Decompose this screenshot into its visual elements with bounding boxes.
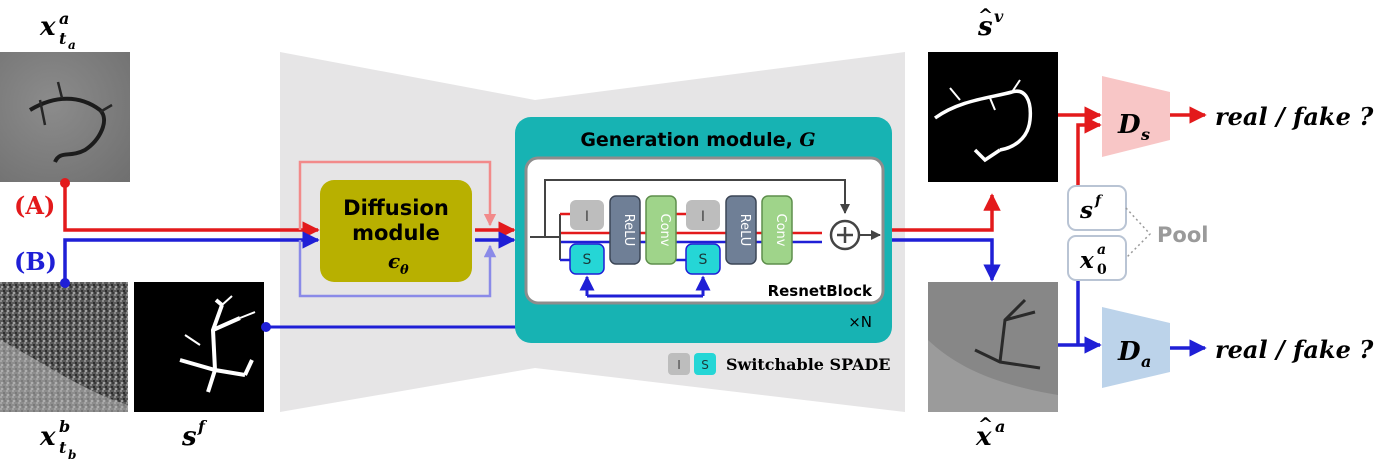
svg-text:b: b xyxy=(68,448,76,462)
svg-text:I: I xyxy=(701,209,705,225)
svg-text:a: a xyxy=(68,38,76,52)
input-image-sf xyxy=(134,282,264,412)
svg-text:I: I xyxy=(677,358,681,372)
svg-text:v: v xyxy=(994,7,1004,26)
svg-text:S: S xyxy=(701,358,709,372)
discriminator-links xyxy=(1058,106,1207,357)
discriminator-da: D a xyxy=(1102,307,1170,388)
relu-block-1 xyxy=(609,195,641,265)
conv-block-2 xyxy=(761,195,793,265)
svg-text:t: t xyxy=(59,29,67,48)
svg-text:D: D xyxy=(1117,337,1141,367)
path-label-a: (A) xyxy=(14,191,55,220)
svg-text:s: s xyxy=(977,12,993,42)
svg-text:S: S xyxy=(699,252,708,268)
path-a-lines xyxy=(60,160,1001,239)
spade-block-1 xyxy=(569,243,605,275)
svg-text:ReLU: ReLU xyxy=(737,214,752,247)
svg-text:Generation module, G: Generation module, G xyxy=(580,129,815,151)
svg-text:f: f xyxy=(197,417,208,436)
label-sf: s f xyxy=(181,417,208,452)
svg-text:x: x xyxy=(1079,247,1094,274)
relu-block-2 xyxy=(725,195,757,265)
resnet-block-container xyxy=(524,156,885,305)
svg-text:a: a xyxy=(1141,352,1151,371)
svg-text:s: s xyxy=(1140,125,1150,144)
svg-text:Conv: Conv xyxy=(773,214,788,247)
path-label-b: (B) xyxy=(14,247,57,276)
svg-text:Conv: Conv xyxy=(657,214,672,247)
real-fake-top: real / fake ? xyxy=(1215,102,1374,131)
svg-text:a: a xyxy=(1097,242,1106,258)
label-xa-hat: x ^ a xyxy=(975,414,1005,452)
svg-text:0: 0 xyxy=(1097,262,1107,278)
svg-text:module: module xyxy=(352,221,440,245)
conv-block-1 xyxy=(645,195,677,265)
svg-text:D: D xyxy=(1117,110,1141,140)
real-fake-bottom: real / fake ? xyxy=(1215,335,1374,364)
legend-switchable-spade: I S Switchable SPADE xyxy=(668,353,890,375)
diffusion-module: Diffusion module ϵ θ xyxy=(320,180,472,282)
output-image-sv xyxy=(928,52,1058,182)
input-image-xb xyxy=(0,282,128,412)
svg-text:Switchable SPADE: Switchable SPADE xyxy=(726,355,890,374)
label-sv: s ^ v xyxy=(977,5,1004,42)
generation-module: Generation module, G ResnetBlock ×N I S … xyxy=(515,117,892,343)
svg-text:x: x xyxy=(39,12,56,42)
svg-text:^: ^ xyxy=(978,414,993,435)
resnet-label: ResnetBlock xyxy=(768,282,873,300)
label-xa: x a t a xyxy=(39,9,76,52)
output-image-xa xyxy=(928,282,1058,412)
pool-group: s f x a 0 Pool xyxy=(1067,185,1208,281)
label-xb: x b t b xyxy=(39,417,76,462)
svg-text:a: a xyxy=(59,9,69,28)
repeat-label: ×N xyxy=(848,313,872,331)
svg-text:x: x xyxy=(39,422,56,452)
svg-text:Diffusion: Diffusion xyxy=(343,196,449,220)
svg-text:s: s xyxy=(1079,197,1093,224)
svg-text:ReLU: ReLU xyxy=(621,214,636,247)
svg-text:I: I xyxy=(585,209,589,225)
svg-text:ϵ: ϵ xyxy=(388,249,400,273)
svg-text:θ: θ xyxy=(400,263,409,278)
input-image-xa xyxy=(0,52,130,182)
discriminator-ds: D s xyxy=(1102,76,1170,157)
svg-text:b: b xyxy=(59,417,70,436)
spade-block-2 xyxy=(685,243,721,275)
svg-text:t: t xyxy=(59,438,67,457)
identity-block-1 xyxy=(570,200,604,230)
svg-text:a: a xyxy=(995,417,1005,436)
svg-text:x: x xyxy=(975,422,992,452)
svg-text:s: s xyxy=(181,422,197,452)
identity-block-2 xyxy=(686,200,720,230)
svg-text:^: ^ xyxy=(978,5,993,26)
svg-text:S: S xyxy=(583,252,592,268)
svg-text:Pool: Pool xyxy=(1157,223,1208,247)
svg-text:f: f xyxy=(1094,193,1104,209)
